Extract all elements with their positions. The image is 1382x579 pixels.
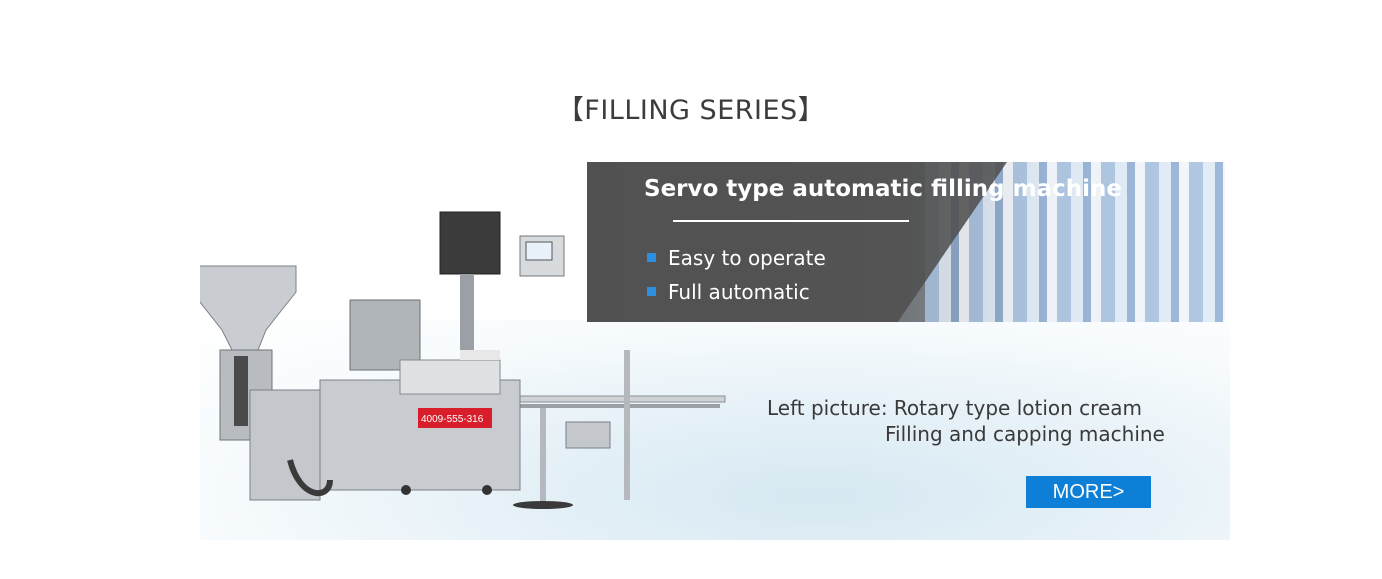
bullet-icon bbox=[647, 287, 656, 296]
machine-photo: 4009-555-316 bbox=[200, 211, 726, 509]
product-caption: Left picture: Rotary type lotion cream F… bbox=[767, 395, 1165, 447]
feature-banner: Servo type automatic filling machine Eas… bbox=[587, 162, 1225, 322]
feature-item: Full automatic bbox=[647, 280, 810, 304]
feature-item: Easy to operate bbox=[647, 246, 826, 270]
more-button[interactable]: MORE> bbox=[1026, 476, 1151, 508]
feature-label: Full automatic bbox=[668, 280, 810, 304]
caption-line-2: Filling and capping machine bbox=[885, 422, 1165, 446]
section-title: 【FILLING SERIES】 bbox=[556, 95, 826, 126]
machine-label: 4009-555-316 bbox=[421, 414, 484, 425]
banner-divider bbox=[673, 220, 909, 222]
caption-line-1: Left picture: Rotary type lotion cream bbox=[767, 396, 1142, 420]
product-showcase: Servo type automatic filling machine Eas… bbox=[200, 160, 1230, 540]
feature-label: Easy to operate bbox=[668, 246, 826, 270]
banner-title: Servo type automatic filling machine bbox=[644, 176, 1122, 202]
bullet-icon bbox=[647, 253, 656, 262]
